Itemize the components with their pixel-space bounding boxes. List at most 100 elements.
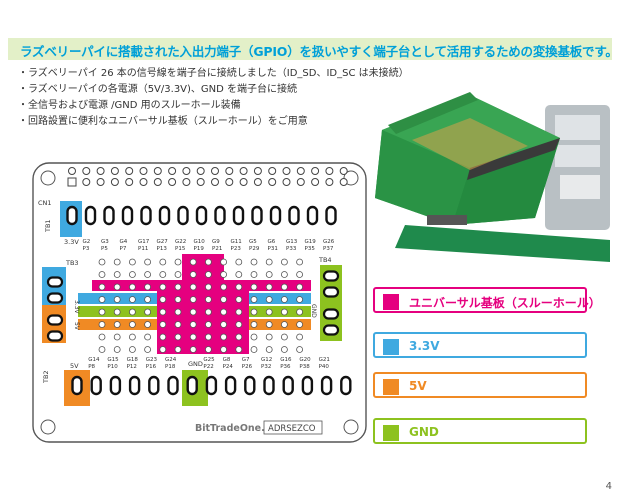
bottom-pin-sub-label: P26 [242,364,253,370]
through-hole [174,346,182,353]
through-hole [98,321,106,328]
top-pin-sub-label: P19 [194,246,205,252]
bottom-pin-sub-label: P8 [88,364,95,370]
through-hole [296,308,304,316]
feature-item: ・ラズベリーパイの各電源（5V/3.3V)、GND を端子台に接続 [18,84,298,95]
through-hole [189,321,197,328]
feature-item: ・全信号および電源 /GND 用のスルーホール装備 [18,100,241,111]
top-pin-label: G13 [286,239,298,245]
through-hole [144,271,152,278]
through-hole [128,271,136,278]
header-pin [296,178,305,186]
header-pin [153,178,162,186]
legend-swatch [383,294,399,310]
side-terminal [46,276,64,288]
header-pin [196,178,205,186]
bottom-terminal [205,375,218,396]
top-pin-label: G22 [175,239,186,245]
header-pin [339,167,348,175]
through-hole [220,308,228,316]
through-hole [204,271,212,278]
legend-swatch [383,379,399,395]
through-hole [144,258,152,266]
through-hole [113,308,121,316]
v5-label-side: 5V [73,322,80,331]
top-terminal [158,205,171,226]
feature-item: ・ラズベリーパイ 26 本の信号線を端子台に接続しました（ID_SD、ID_SC… [18,68,409,79]
through-hole [189,346,197,353]
top-pin-sub-label: P5 [101,246,108,252]
through-hole [204,296,212,303]
through-hole [159,308,167,316]
through-hole [250,346,258,353]
through-hole [235,321,243,328]
header-pin [296,167,305,175]
through-hole [189,258,197,266]
through-hole [280,296,288,303]
through-hole [144,321,152,328]
through-hole [128,258,136,266]
side-terminal [322,308,340,320]
top-pin-label: G4 [120,239,128,245]
through-hole [98,283,106,291]
legend-item-33v: 3.3V [373,332,587,358]
header-pin [239,178,248,186]
mount-hole [40,419,56,435]
through-hole [280,321,288,328]
top-pin-label: G17 [138,239,150,245]
bottom-terminal [282,375,294,396]
through-hole [235,296,243,303]
through-hole [128,321,136,328]
tb1-label: TB1 [44,219,52,233]
header-pin [153,167,162,175]
through-hole [98,346,106,353]
top-pin-label: G26 [323,239,335,245]
bottom-terminal [128,375,141,396]
through-hole [220,321,228,328]
top-terminal-block: G2P3G3P5G4P7G17P11G27P13G22P15G10P19G9P2… [60,201,337,252]
through-hole [250,271,258,278]
legend-item-gnd: GND [373,418,587,444]
gpio-header [67,167,348,187]
through-hole [204,321,212,328]
header-pin [282,167,291,175]
top-pin-sub-label: P15 [175,246,186,252]
through-hole [113,258,121,266]
legend-label: 3.3V [409,339,440,353]
through-hole [98,296,106,303]
top-pin-sub-label: P7 [120,246,127,252]
model-box [263,420,323,435]
header-pin [311,167,320,175]
bottom-pin-label: G16 [280,357,292,363]
top-terminal [251,205,263,226]
bottom-pin-label: G21 [319,357,330,363]
header-pin [211,167,219,175]
bottom-terminal [301,375,314,396]
tb4-gnd-highlight [320,265,342,341]
tb2-label: TB2 [42,370,50,384]
through-hole [189,296,197,303]
through-hole [204,346,212,353]
through-hole [296,296,304,303]
mount-hole [40,170,56,186]
through-hole [280,308,288,316]
mount-hole [343,170,359,186]
top-terminal [66,205,78,226]
header-pin [110,178,119,186]
bottom-terminal [340,375,352,396]
top-pin-sub-label: P13 [157,246,168,252]
top-terminal [325,205,337,226]
bottom-pin-label: G7 [242,357,250,363]
top-pin-label: G11 [231,239,242,245]
through-hole [220,271,228,278]
top-terminal [214,205,226,226]
bottom-terminal [263,375,275,396]
top-terminal [84,205,97,226]
through-hole [235,333,243,341]
top-terminal [288,205,300,226]
through-hole [98,308,106,316]
bottom-terminal [71,375,83,396]
bottom-pin-label: G14 [88,357,100,363]
through-hole [144,333,152,341]
header-pin [196,167,205,175]
